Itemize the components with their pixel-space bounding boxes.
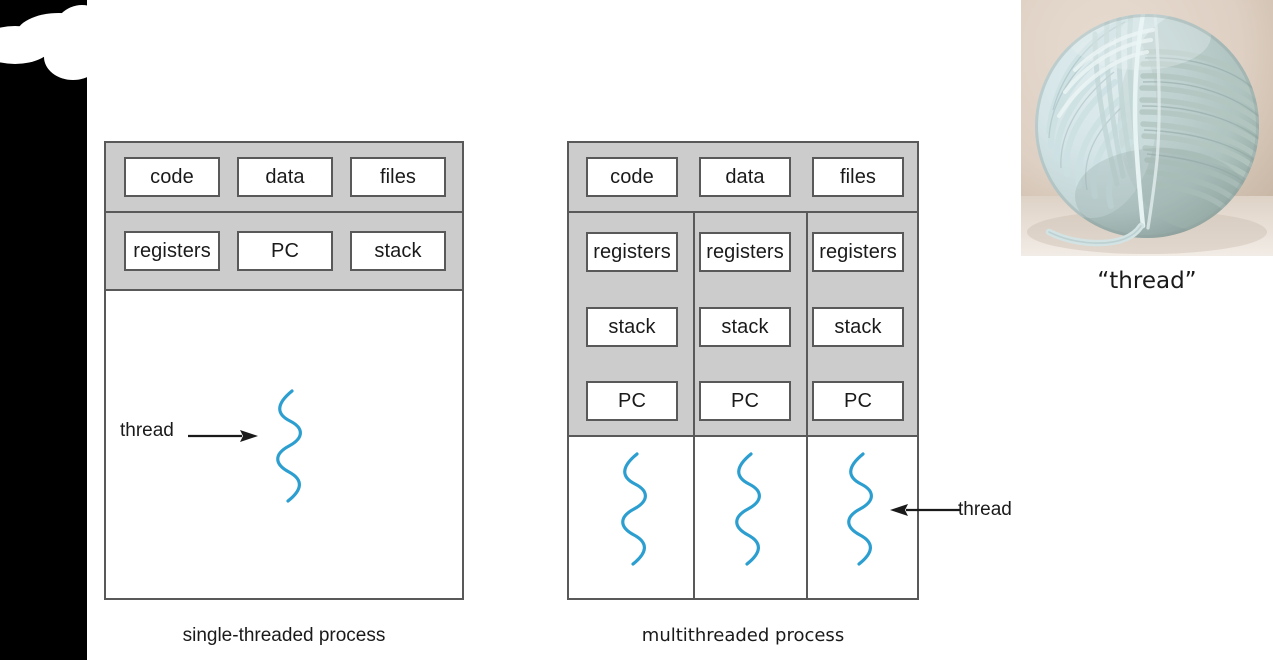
multi-band-separator-2 [569, 435, 917, 437]
cell-pc: PC [586, 381, 678, 421]
cell-pc: PC [237, 231, 333, 271]
thread-squiggle-icon [621, 452, 647, 566]
single-band-separator-1 [106, 211, 462, 213]
cell-stack: stack [699, 307, 791, 347]
cell-files: files [812, 157, 904, 197]
multithreaded-caption: multithreaded process [641, 625, 845, 646]
single-threaded-caption: single-threaded process [182, 625, 386, 646]
cell-stack: stack [350, 231, 446, 271]
cell-data: data [237, 157, 333, 197]
cell-registers: registers [812, 232, 904, 272]
thread-squiggle-icon [847, 452, 873, 566]
cloud-blob-icon [0, 30, 60, 58]
thread-squiggle-icon [735, 452, 761, 566]
cell-registers: registers [586, 232, 678, 272]
cell-pc: PC [699, 381, 791, 421]
single-thread-annotation-label: thread [120, 420, 174, 441]
single-threaded-process-box: code data files registers PC stack [104, 141, 464, 600]
multi-thread-divider-2 [806, 437, 808, 598]
multi-thread-annotation-arrow-icon [890, 504, 960, 516]
ball-of-yarn-photo [1021, 0, 1273, 256]
multi-band-separator-1 [569, 211, 917, 213]
cell-code: code [586, 157, 678, 197]
thread-squiggle-icon [276, 389, 302, 503]
cell-registers: registers [699, 232, 791, 272]
cell-files: files [350, 157, 446, 197]
cell-code: code [124, 157, 220, 197]
single-band-separator-2 [106, 289, 462, 291]
left-black-band [0, 0, 112, 660]
multi-thread-divider-1 [693, 437, 695, 598]
cell-data: data [699, 157, 791, 197]
multi-thread-annotation-label: thread [958, 499, 1012, 520]
photo-caption: “thread” [1097, 268, 1197, 294]
cell-pc: PC [812, 381, 904, 421]
multi-column-divider-2 [806, 213, 808, 435]
cell-stack: stack [812, 307, 904, 347]
multi-column-divider-1 [693, 213, 695, 435]
cell-registers: registers [124, 231, 220, 271]
cell-stack: stack [586, 307, 678, 347]
multithreaded-process-box: code data files registers stack PC regis… [567, 141, 919, 600]
single-thread-annotation-arrow-icon [188, 430, 258, 442]
